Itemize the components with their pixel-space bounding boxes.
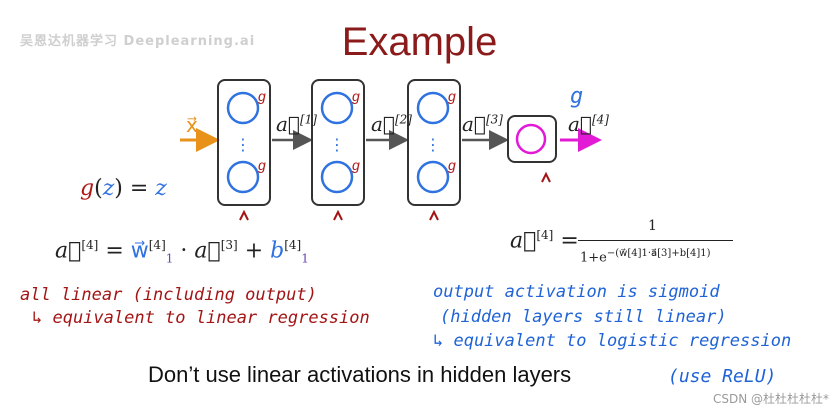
marker-layer2 — [333, 209, 343, 221]
activation-label-1: a⃗[1] — [276, 112, 317, 136]
g-output-label: g — [570, 84, 584, 109]
layer3-ellipsis: ⋮ — [425, 135, 441, 154]
input-x-label: x⃗ — [186, 113, 198, 137]
fraction-bar — [578, 240, 733, 241]
activation-label-3: a⃗[3] — [462, 112, 503, 136]
layer2-ellipsis: ⋮ — [329, 135, 345, 154]
bottom-note: (use ReLU) — [668, 366, 777, 387]
g-mark-l3-top: g — [448, 88, 456, 104]
activation-label-2: a⃗[2] — [371, 112, 412, 136]
sigmoid-numerator: 1 — [648, 218, 657, 234]
note-blue-1: output activation is sigmoid — [433, 282, 720, 302]
network-diagram: ⋮ ⋮ ⋮ — [180, 79, 602, 221]
output-neuron — [515, 123, 547, 155]
layer1-neuron-bottom — [226, 160, 260, 194]
g-mark-l2-bottom: g — [352, 157, 360, 173]
activation-label-4: a⃗[4] — [568, 112, 609, 136]
marker-layer1 — [239, 209, 249, 221]
layer3-neuron-top — [416, 91, 450, 125]
note-blue-2: (hidden layers still linear) — [440, 307, 727, 327]
watermark-logo: 吴恩达机器学习 Deeplearning.ai — [20, 34, 256, 49]
layer3-neuron-bottom — [416, 160, 450, 194]
csdn-watermark: CSDN @杜杜杜杜杜* — [712, 392, 829, 406]
layer1-ellipsis: ⋮ — [235, 135, 251, 154]
layer2-box — [311, 79, 365, 206]
layer2-neuron-top — [320, 91, 354, 125]
sigmoid-denominator: 1+e−(w⃗[4]1·a⃗[3]+b[4]1) — [580, 248, 711, 266]
gz-equation: g(z) = z — [80, 176, 167, 201]
marker-output — [541, 171, 551, 183]
marker-layer3 — [429, 209, 439, 221]
g-mark-l1-bottom: g — [258, 157, 266, 173]
bottom-statement: Don’t use linear activations in hidden l… — [148, 362, 572, 387]
g-mark-l1-top: g — [258, 88, 266, 104]
g-mark-l2-top: g — [352, 88, 360, 104]
g-mark-l3-bottom: g — [448, 157, 456, 173]
layer3-box — [407, 79, 461, 206]
linear-equation: a⃗[4] = w⃗[4]1 · a⃗[3] + b[4]1 — [55, 238, 309, 266]
note-blue-3: ↳ equivalent to logistic regression — [433, 331, 792, 351]
note-red-2: ↳ equivalent to linear regression — [32, 308, 370, 328]
layer1-neuron-top — [226, 91, 260, 125]
layer2-neuron-bottom — [320, 160, 354, 194]
layer1-box — [217, 79, 271, 206]
output-box — [507, 115, 557, 163]
slide-title: Example — [341, 20, 498, 64]
sigmoid-equation-lhs: a⃗[4] = — [510, 228, 579, 254]
note-red-1: all linear (including output) — [20, 285, 317, 305]
